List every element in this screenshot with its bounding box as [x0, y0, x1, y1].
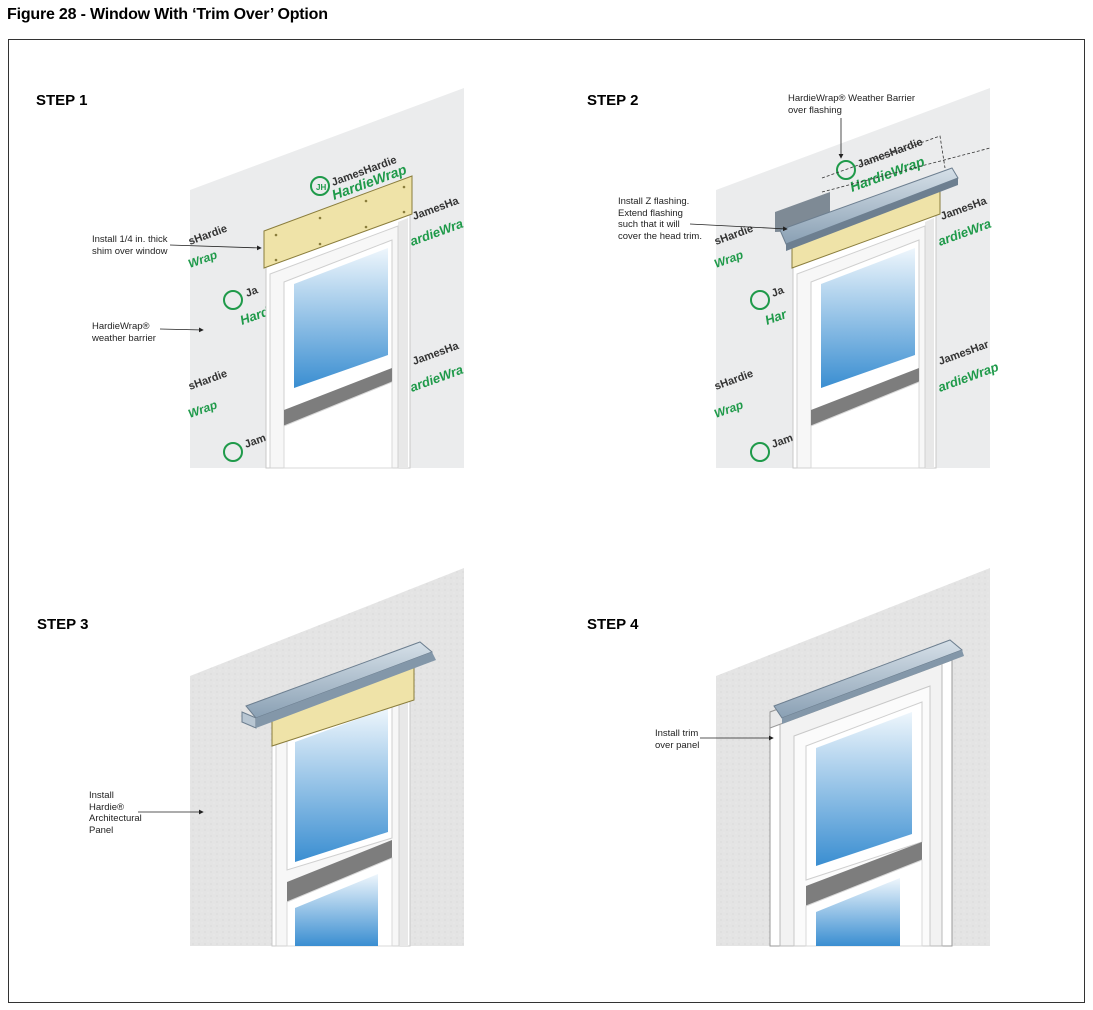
step4-illustration: [700, 568, 990, 947]
jh-logo: JH: [316, 183, 326, 192]
trim-callout: Install trim over panel: [655, 728, 700, 751]
step2-illustration: JamesHardie HardieWrap sHardie Wrap Ja H…: [689, 88, 1001, 469]
step3-illustration: [138, 568, 464, 947]
shim: [263, 175, 413, 269]
svg-text:Har: Har: [763, 306, 789, 328]
barrier-leader: [159, 327, 204, 333]
shim-leader: [169, 244, 262, 251]
step-2-label: STEP 2: [587, 92, 639, 109]
panel-callout: Install Hardie® Architectural Panel: [89, 790, 142, 836]
barrier-over-flashing-callout: HardieWrap® Weather Barrier over flashin…: [788, 93, 916, 116]
barrier-callout: HardieWrap® weather barrier: [92, 321, 156, 344]
figure-frame: [8, 39, 1085, 1003]
z-flashing-callout: Install Z flashing. Extend flashing such…: [618, 196, 702, 242]
step1-illustration: JH JamesHardie HardieWrap sHardie Wrap J…: [159, 88, 465, 469]
figure-title: Figure 28 - Window With ‘Trim Over’ Opti…: [7, 6, 328, 23]
step-3-label: STEP 3: [37, 616, 89, 633]
shim-callout: Install 1/4 in. thick shim over window: [92, 234, 168, 257]
step-1-label: STEP 1: [36, 92, 88, 109]
svg-text:Ja: Ja: [770, 284, 786, 300]
step-4-label: STEP 4: [587, 616, 639, 633]
svg-text:Ja: Ja: [244, 284, 260, 300]
